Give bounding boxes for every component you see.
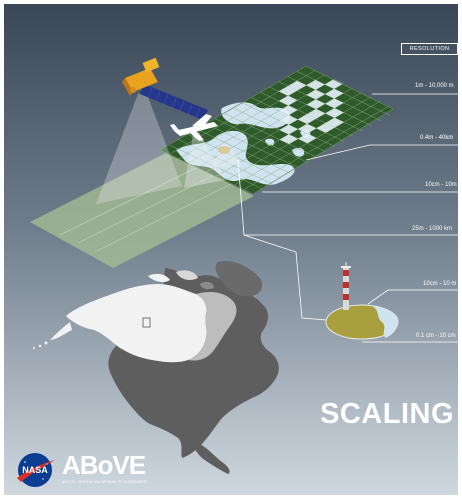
grid-line — [169, 70, 316, 155]
tower-icon — [341, 262, 351, 310]
grid-cell — [316, 123, 335, 133]
satellite-icon — [122, 57, 208, 120]
grid-cell — [306, 109, 326, 119]
scale-label-1: 1m - 10,000 m — [415, 83, 454, 89]
resolution-heading: RESOLUTION — [401, 43, 458, 55]
scale-label-2: 0.4m - 40km — [420, 135, 454, 141]
leader-lines — [237, 93, 458, 343]
imagery-strip — [30, 152, 254, 268]
nasa-logo: NASA — [13, 452, 57, 488]
scale-label-6: 0.1 cm - 10 cm — [416, 333, 456, 339]
north-america-map — [33, 260, 279, 474]
grid-cell — [325, 117, 344, 128]
grid-cell — [324, 88, 344, 99]
scale-label-4: 25m - 1000 km — [412, 226, 453, 232]
grid-cell — [279, 115, 298, 125]
grid-cell — [298, 133, 317, 144]
above-subtitle: ARCTIC - BOREAL VULNERABILITY EXPERIMENT — [62, 480, 148, 484]
above-logo: ABoVE ARCTIC - BOREAL VULNERABILITY EXPE… — [62, 452, 147, 484]
grid-cell — [297, 123, 317, 134]
grid-line — [243, 105, 390, 190]
grid-cell — [306, 99, 326, 109]
grid-cell — [306, 89, 325, 100]
scale-label-3: 10cm - 10m — [425, 182, 457, 188]
grid-cell — [324, 79, 344, 89]
nasa-text: NASA — [22, 465, 48, 475]
grid-cell — [297, 114, 317, 124]
grid-cell — [287, 80, 307, 91]
above-wordmark: ABoVE — [62, 450, 146, 480]
tower-plot — [325, 304, 399, 340]
forest-tile — [159, 65, 394, 195]
airplane-icon — [170, 114, 218, 141]
site-marker — [142, 317, 151, 328]
satellite-beam — [96, 92, 182, 204]
grid-cell — [325, 98, 344, 109]
grid-cell — [278, 95, 298, 106]
scaling-title: SCALING — [320, 398, 454, 430]
grid-line — [187, 78, 335, 164]
grid-cell — [279, 124, 298, 135]
ground-patch — [218, 146, 230, 154]
airplane-beam — [184, 132, 226, 188]
grid-cell — [325, 108, 344, 118]
grid-cell — [279, 105, 298, 116]
grid-cell — [279, 134, 299, 145]
grid-cell — [306, 80, 325, 90]
nasa-meatball-icon: NASA — [17, 453, 55, 487]
grid-cell — [278, 86, 298, 96]
scale-label-5: 10cm - 10 m — [423, 281, 457, 287]
